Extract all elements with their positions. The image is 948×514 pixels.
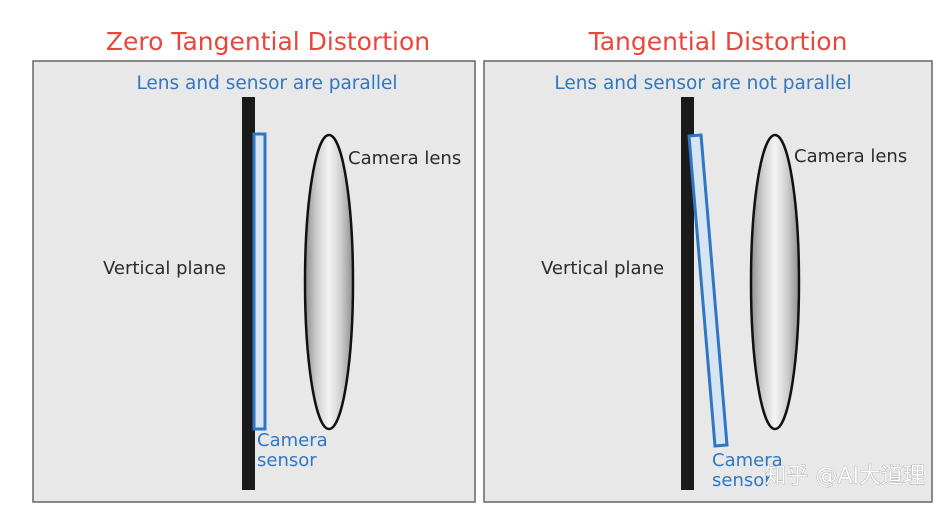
left-panel-title: Zero Tangential Distortion <box>106 27 430 56</box>
right-camera-lens <box>749 133 801 431</box>
right-panel: Tangential Distortion Lens and sensor ar… <box>483 27 933 503</box>
right-vertical-plane <box>681 97 694 490</box>
right-sensor-label-line1: Camera <box>712 450 783 471</box>
right-sensor-label-line2: sensor <box>712 470 772 491</box>
right-panel-subtitle: Lens and sensor are not parallel <box>554 73 851 94</box>
left-lens-label: Camera lens <box>348 148 461 169</box>
left-sensor-label-line2: sensor <box>257 450 317 471</box>
left-plane-label: Vertical plane <box>103 258 226 279</box>
left-panel-subtitle: Lens and sensor are parallel <box>136 73 397 94</box>
right-plane-label: Vertical plane <box>541 258 664 279</box>
left-panel: Zero Tangential Distortion Lens and sens… <box>32 27 476 503</box>
left-camera-sensor <box>252 132 267 431</box>
left-sensor-label-line1: Camera <box>257 430 328 451</box>
right-camera-sensor <box>687 133 729 448</box>
left-camera-lens <box>303 133 355 431</box>
left-vertical-plane <box>242 97 255 490</box>
right-lens-label: Camera lens <box>794 146 907 167</box>
watermark: 知乎 @AI大道理 <box>764 464 925 489</box>
right-panel-title: Tangential Distortion <box>588 27 848 56</box>
